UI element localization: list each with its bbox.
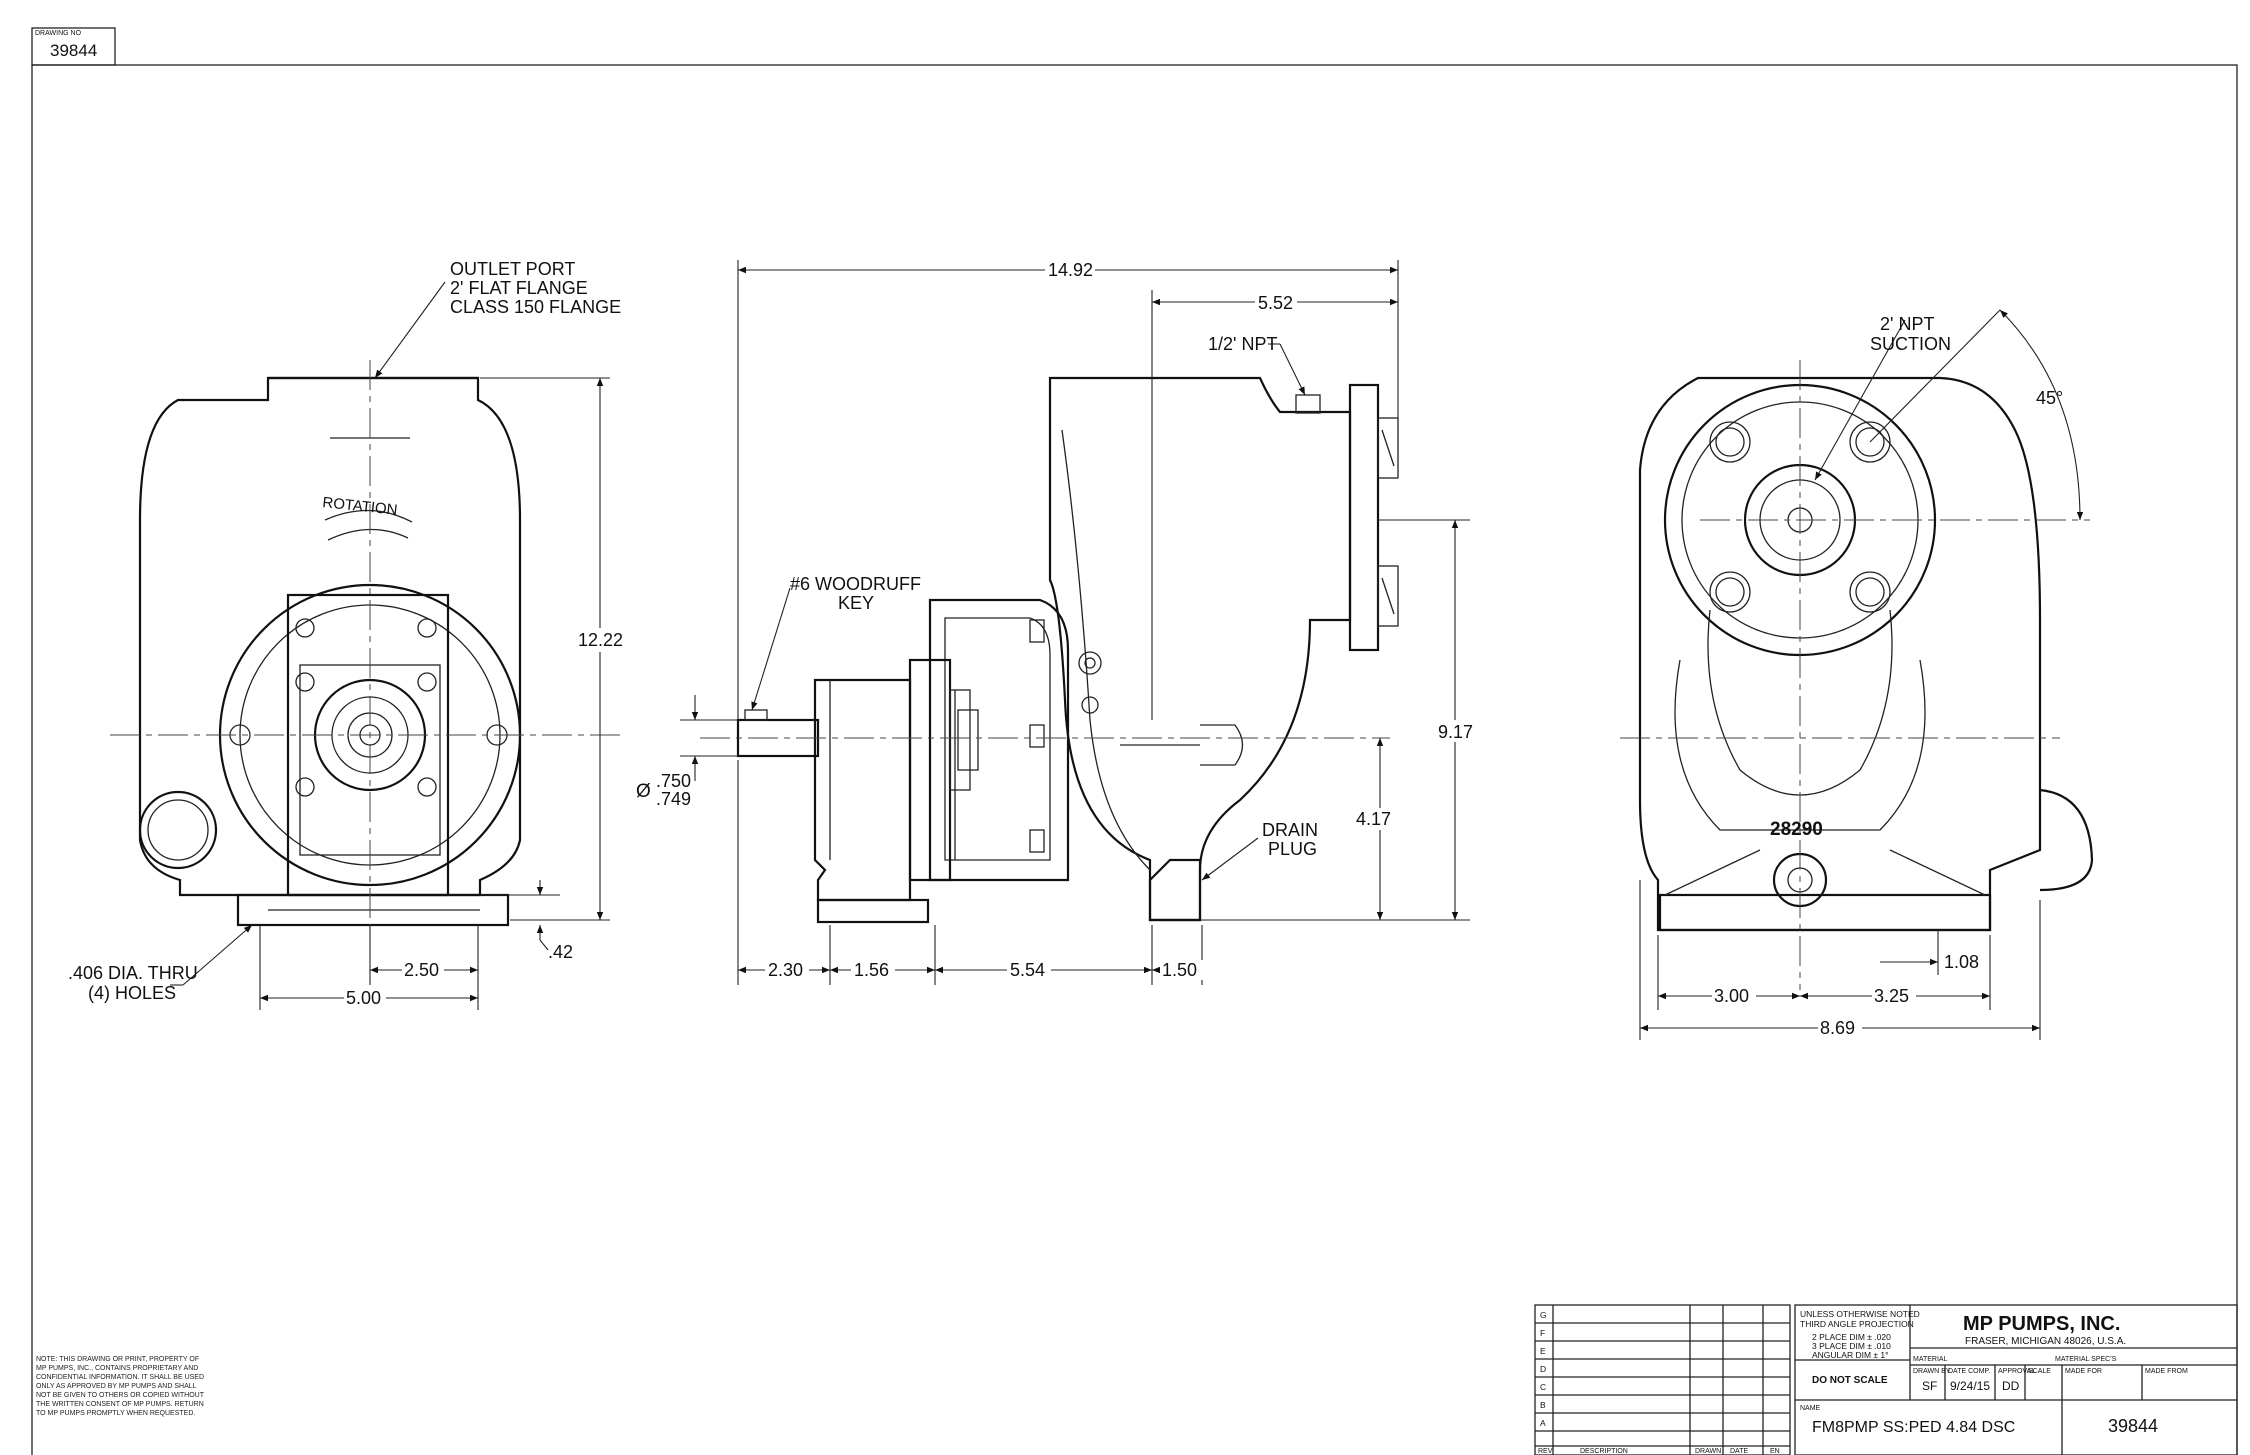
rev-row-g: G: [1540, 1310, 1547, 1320]
rev-footer-date: DATE: [1730, 1448, 1748, 1455]
rev-row-d: D: [1540, 1364, 1546, 1374]
drawing-no-value: 39844: [50, 41, 97, 60]
drawing-no-label: DRAWING NO: [35, 30, 82, 37]
tolerance-header-2: THIRD ANGLE PROJECTION: [1800, 1319, 1914, 1329]
part-name: FM8PMP SS:PED 4.84 DSC: [1812, 1419, 2015, 1436]
key-note-line2: KEY: [838, 593, 874, 613]
shaft-dia-upper: .750: [656, 771, 691, 791]
drawn-by: SF: [1922, 1379, 1937, 1393]
rev-row-e: E: [1540, 1346, 1546, 1356]
confidential-note: NOTE: THIS DRAWING OR PRINT, PROPERTY OF…: [36, 1356, 205, 1417]
holes-note-line2: (4) HOLES: [88, 983, 176, 1003]
material-label: MATERIAL: [1913, 1356, 1948, 1363]
approval-label: APPROVAL: [1998, 1368, 2035, 1375]
rotation-label: ROTATION: [322, 494, 399, 519]
dim-8-69: 8.69: [1820, 1018, 1855, 1038]
dim-4-17: 4.17: [1356, 809, 1391, 829]
dim-9-17: 9.17: [1438, 722, 1473, 742]
drawn-by-label: DRAWN BY: [1913, 1368, 1951, 1375]
date-comp: 9/24/15: [1950, 1379, 1990, 1393]
dim-14-92: 14.92: [1048, 260, 1093, 280]
suction-note-line2: SUCTION: [1870, 334, 1951, 354]
title-block: UNLESS OTHERWISE NOTED THIRD ANGLE PROJE…: [1794, 1304, 2238, 1455]
dim-12-22: 12.22: [578, 630, 623, 650]
rev-row-a: A: [1540, 1418, 1546, 1428]
rev-row-b: B: [1540, 1400, 1546, 1410]
tolerance-header-1: UNLESS OTHERWISE NOTED: [1800, 1309, 1920, 1319]
sheet-border: [31, 64, 2238, 1455]
rev-footer-rev: REV: [1538, 1448, 1553, 1455]
drain-note-line1: DRAIN: [1262, 820, 1318, 840]
do-not-scale: DO NOT SCALE: [1812, 1375, 1888, 1386]
dim-042: .42: [548, 942, 573, 962]
dim-5-54: 5.54: [1010, 960, 1045, 980]
dia-symbol: Ø: [636, 781, 651, 802]
company-address: FRASER, MICHIGAN 48026, U.S.A.: [1965, 1336, 2126, 1347]
material-specs-label: MATERIAL SPEC'S: [2055, 1356, 2117, 1363]
tolerance-2-place: 2 PLACE DIM ± .020: [1812, 1332, 1891, 1342]
dim-1-56: 1.56: [854, 960, 889, 980]
drain-note-line2: PLUG: [1268, 839, 1317, 859]
npt-note: 1/2' NPT: [1208, 334, 1277, 354]
made-from-label: MADE FROM: [2145, 1368, 2188, 1375]
dim-1-08: 1.08: [1944, 952, 1979, 972]
dim-5-00: 5.00: [346, 988, 381, 1008]
rear-view: 28290 2' NPT SUCTION 45° 1.08 3.00 3.25 …: [1620, 309, 2094, 1040]
dim-3-25: 3.25: [1874, 986, 1909, 1006]
casting-number: 28290: [1770, 819, 1823, 840]
dim-3-00: 3.00: [1714, 986, 1749, 1006]
outlet-note-line1: OUTLET PORT: [450, 259, 575, 279]
dim-1-50: 1.50: [1162, 960, 1197, 980]
suction-note-line1: 2' NPT: [1880, 314, 1934, 334]
name-label: NAME: [1800, 1405, 1821, 1412]
approval: DD: [2002, 1379, 2020, 1393]
dim-2-30: 2.30: [768, 960, 803, 980]
made-for-label: MADE FOR: [2065, 1368, 2102, 1375]
confidential-note-box: NOTE: THIS DRAWING OR PRINT, PROPERTY OF…: [36, 1356, 205, 1417]
holes-note-line1: .406 DIA. THRU: [68, 963, 198, 983]
drawing-number-box: DRAWING NO 39844: [31, 27, 116, 66]
rev-row-f: F: [1540, 1328, 1545, 1338]
outlet-note-line3: CLASS 150 FLANGE: [450, 297, 621, 317]
tolerance-3-place: 3 PLACE DIM ± .010: [1812, 1341, 1891, 1351]
dim-2-50: 2.50: [404, 960, 439, 980]
title-drawing-number: 39844: [2108, 1416, 2158, 1436]
front-view: ROTATION OUTLET PORT 2' FLAT FLANGE CLA: [68, 259, 625, 1010]
shaft-dia-lower: .749: [656, 789, 691, 809]
side-view: 14.92 5.52 1/2' NPT #6 WOODRUFF KEY Ø .7…: [636, 258, 1482, 985]
date-comp-label: DATE COMP.: [1948, 1368, 1990, 1375]
rev-footer-description: DESCRIPTION: [1580, 1448, 1628, 1455]
revision-block: G F E D C B A REV DESCRIPTION DRAWN DATE…: [1534, 1304, 1791, 1455]
rev-row-c: C: [1540, 1382, 1546, 1392]
scale-label: SCALE: [2028, 1368, 2051, 1375]
company-name: MP PUMPS, INC.: [1963, 1313, 2120, 1335]
outlet-note-line2: 2' FLAT FLANGE: [450, 278, 588, 298]
dim-5-52: 5.52: [1258, 293, 1293, 313]
angle-45: 45°: [2036, 388, 2063, 408]
rev-footer-drawn: DRAWN: [1695, 1448, 1721, 1455]
rev-footer-en: EN: [1770, 1448, 1780, 1455]
key-note-line1: #6 WOODRUFF: [790, 574, 921, 594]
tolerance-angular: ANGULAR DIM ± 1°: [1812, 1350, 1889, 1360]
